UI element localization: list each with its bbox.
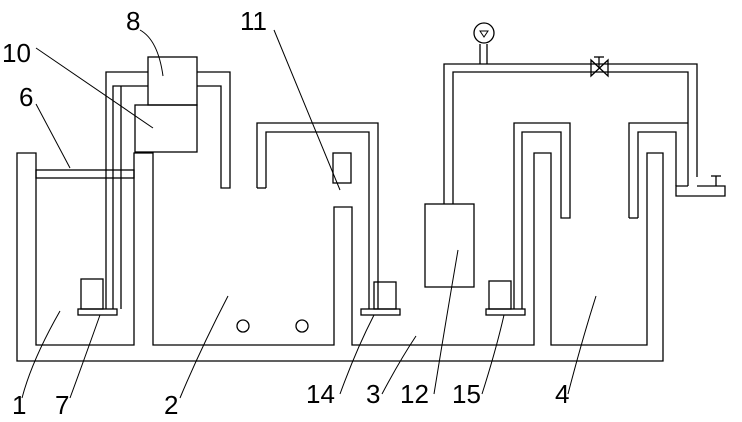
leader-3 [381,335,417,395]
return-pipe [628,122,688,219]
unit-8 [147,56,198,106]
siphon-pipe-11 [256,122,379,309]
tank-outer-wall [16,152,664,362]
gas-pipe-inner [452,71,689,204]
pump-14-base [360,308,401,316]
unit-10-box [134,104,198,153]
leader-6 [35,103,71,169]
label-2: 2 [164,390,178,420]
tank-walls [16,152,664,362]
return-pipe-outline [628,122,688,218]
label-7: 7 [55,390,69,420]
label-15: 15 [452,379,481,409]
pump-15-body [488,280,512,310]
leader-7 [69,314,101,399]
drain-holes [236,319,309,333]
label-6: 6 [19,82,33,112]
leader-11 [273,29,341,191]
siphon-11-outline [256,122,379,309]
gauge-needle [479,30,489,38]
pipe-inner [112,85,148,309]
leader-2 [179,295,229,399]
unit-12 [424,203,475,288]
riser-pipe-to-8 [105,71,148,309]
outlet-nozzle [675,175,726,197]
leader-1 [21,310,61,399]
transfer-pipe-outer [513,122,571,309]
leader-12 [433,249,459,395]
leader-lines [21,29,597,399]
leader-14 [339,314,375,395]
unit-12-box [424,203,475,288]
pump-15-base [485,308,526,316]
pump-assembly-7 [77,278,118,316]
nozzle-body [675,185,726,197]
beam-part-6 [35,169,135,179]
label-14: 14 [306,379,335,409]
label-10: 10 [2,38,31,68]
leader-4 [567,295,597,395]
part-labels: 8 10 6 11 1 7 2 14 3 12 15 4 [2,6,569,420]
support-beam [35,169,135,179]
outlet-pipe-8 [197,71,231,189]
pump-7-base [77,308,118,316]
label-11: 11 [240,6,267,36]
leader-10 [35,47,154,129]
label-1: 1 [12,390,26,420]
pipe-outer [105,71,148,309]
pump-14-body [373,281,397,310]
inline-valve-icon [590,58,609,78]
label-4: 4 [555,379,569,409]
leader-8 [139,29,164,77]
label-12: 12 [400,379,429,409]
transfer-pipe-15 [513,122,571,309]
pressure-gauge-icon [473,22,495,44]
pump-assembly-15 [485,280,526,316]
gas-pipe-outer [443,63,698,204]
label-3: 3 [366,379,380,409]
hole-right [295,319,309,333]
pump-assembly-14 [360,281,401,316]
outlet-pipe-8-outer [197,71,231,189]
pump-7-body [80,278,104,310]
unit-8-box [147,56,198,106]
valve-11 [332,152,352,184]
gas-pipe [443,22,698,204]
leader-15 [481,314,505,395]
label-8: 8 [126,6,140,36]
hole-left [236,319,250,333]
unit-10 [134,104,198,153]
